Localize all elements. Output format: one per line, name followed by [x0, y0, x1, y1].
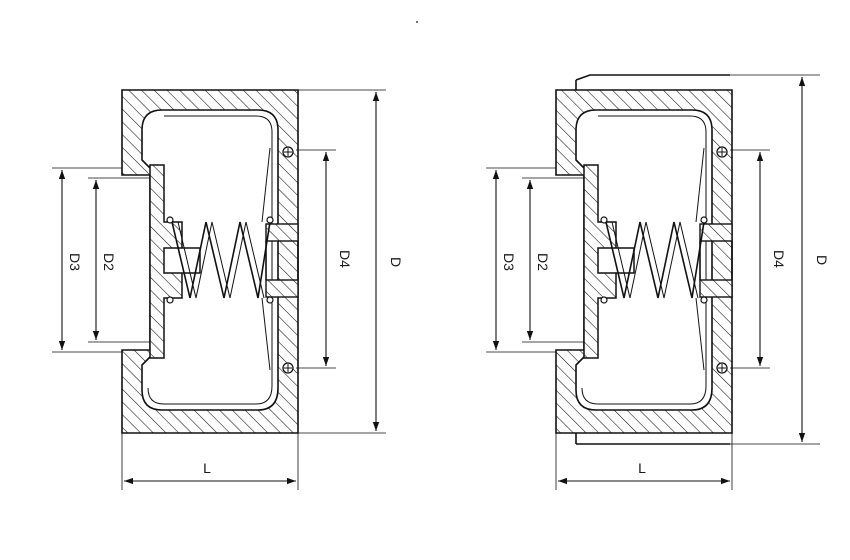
disc-left: [149, 164, 201, 359]
dimension-label-d3: D3: [67, 253, 83, 271]
dimension-label-d: D: [388, 257, 404, 267]
valve-body-left: [121, 89, 299, 434]
dimension-label-d: D: [814, 255, 830, 265]
valve-body-right: [555, 74, 733, 445]
stray-dot: [416, 21, 418, 23]
spring-right: [600, 216, 708, 304]
dimensions-left: D D4 D3 D2 L: [52, 89, 404, 490]
spring-left: [166, 216, 274, 304]
dimension-label-d4: D4: [771, 250, 787, 268]
dimension-label-d4: D4: [337, 250, 353, 268]
dimension-label-d3: D3: [501, 253, 517, 271]
pin-left: [282, 146, 294, 374]
dimension-label-l: L: [203, 460, 211, 476]
check-valve-view-left: D D4 D3 D2 L: [52, 89, 404, 490]
spring-retainer-left: [261, 147, 299, 371]
check-valve-view-right: D D4 D3 D2 L: [486, 74, 830, 490]
dimension-label-d2: D2: [101, 253, 117, 271]
dimension-label-l: L: [638, 460, 646, 476]
disc-right: [583, 164, 635, 359]
dimensions-right: D D4 D3 D2 L: [486, 74, 830, 490]
pin-right: [716, 146, 728, 374]
spring-retainer-right: [695, 147, 733, 371]
dimension-label-d2: D2: [535, 253, 551, 271]
